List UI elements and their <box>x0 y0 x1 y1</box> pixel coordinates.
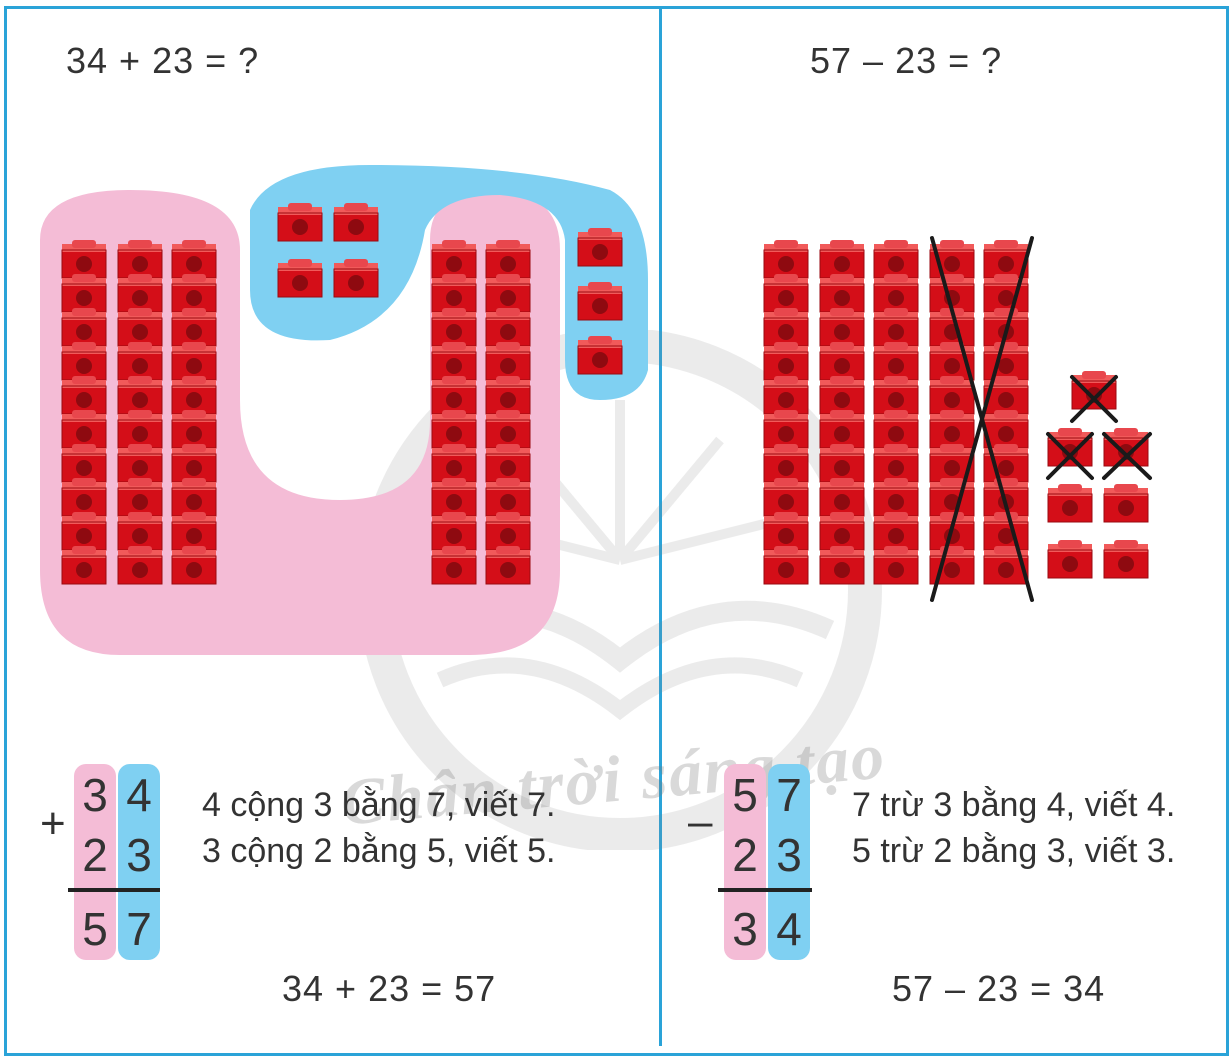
bottom-ones-digit: 3 <box>768 832 810 878</box>
bottom-ones-digit: 3 <box>118 832 160 878</box>
minus-operator: – <box>688 800 712 844</box>
plus-operator: + <box>40 802 66 846</box>
addition-column-calc: + 3 4 2 3 5 7 <box>40 760 170 965</box>
addition-explanation-1: 4 cộng 3 bằng 7, viết 7. <box>202 782 555 828</box>
top-ones-digit: 4 <box>118 772 160 818</box>
difference-rule-line <box>718 888 812 892</box>
result-ones-digit: 7 <box>118 906 160 952</box>
top-ones-digit: 7 <box>768 772 810 818</box>
result-tens-digit: 5 <box>74 906 116 952</box>
tens-rods-57 <box>764 240 1028 584</box>
bottom-tens-digit: 2 <box>74 832 116 878</box>
subtraction-column-calc: – 5 7 2 3 3 4 <box>688 760 818 965</box>
crossed-out-ones <box>1048 377 1150 478</box>
sum-rule-line <box>68 888 160 892</box>
top-tens-digit: 3 <box>74 772 116 818</box>
result-ones-digit: 4 <box>768 906 810 952</box>
left-answer: 34 + 23 = 57 <box>282 968 496 1010</box>
bottom-tens-digit: 2 <box>724 832 766 878</box>
addition-explanation-2: 3 cộng 2 bằng 5, viết 5. <box>202 828 555 874</box>
top-tens-digit: 5 <box>724 772 766 818</box>
result-tens-digit: 3 <box>724 906 766 952</box>
subtraction-explanation-1: 7 trừ 3 bằng 4, viết 4. <box>852 782 1175 828</box>
subtraction-explanation-2: 5 trừ 2 bằng 3, viết 3. <box>852 828 1175 874</box>
right-answer: 57 – 23 = 34 <box>892 968 1105 1010</box>
subtraction-blocks-scene <box>0 0 1232 700</box>
